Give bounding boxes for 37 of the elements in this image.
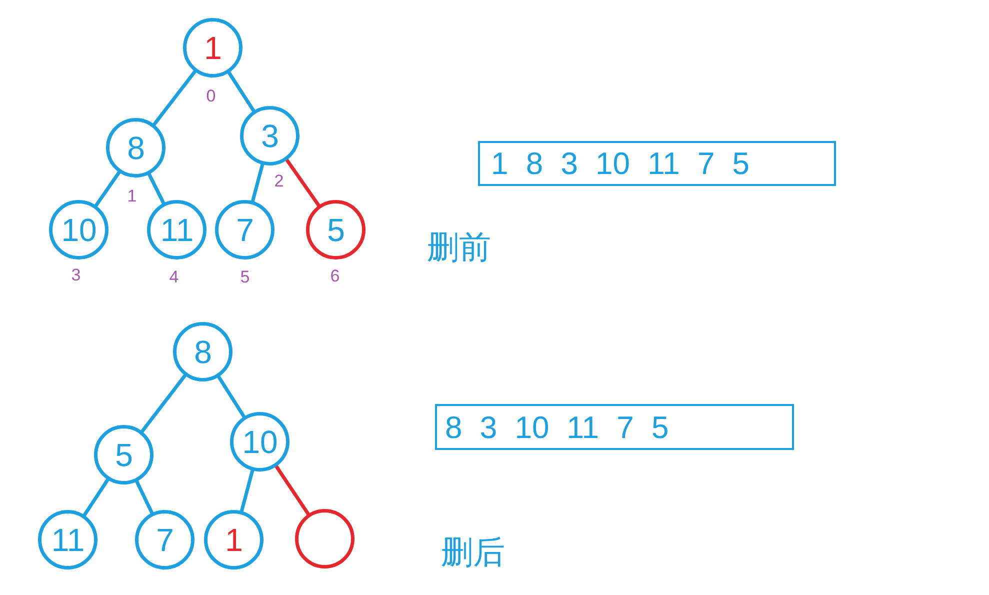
tree-edge <box>82 477 110 518</box>
array-box: 1 8 3 10 11 7 5 <box>478 141 836 186</box>
index-label: 6 <box>330 268 340 284</box>
tree-edge <box>274 464 311 517</box>
heap-node: 8 <box>173 322 233 382</box>
tree-edge <box>226 70 256 114</box>
heap-node: 8 <box>106 118 166 178</box>
heap-node: 11 <box>147 200 207 260</box>
stage-label: 删后 <box>441 536 505 568</box>
heap-node: 5 <box>94 425 154 485</box>
index-label: 4 <box>169 268 179 286</box>
tree-edge <box>134 479 154 516</box>
heap-node: 11 <box>38 510 98 570</box>
index-label: 0 <box>206 88 216 104</box>
tree-edge <box>216 374 246 420</box>
tree-edge <box>146 172 166 206</box>
empty-circle <box>295 509 355 569</box>
heap-node: 1 <box>183 18 243 78</box>
array-box: 8 3 10 11 7 5 <box>435 404 794 450</box>
heap-node: 3 <box>240 106 300 166</box>
tree-edge <box>239 468 255 514</box>
heap-node: 10 <box>230 412 290 472</box>
index-label: 2 <box>274 172 284 190</box>
heap-node: 5 <box>306 200 366 260</box>
index-label: 3 <box>71 266 81 284</box>
index-label: 1 <box>127 188 137 204</box>
heap-node: 10 <box>49 200 109 260</box>
tree-edge <box>94 170 122 208</box>
heap-node: 7 <box>215 200 275 260</box>
tree-edge <box>284 158 322 208</box>
tree-edge <box>250 162 264 204</box>
heap-node: 1 <box>204 510 264 570</box>
tree-edge <box>152 69 198 127</box>
tree-edge <box>140 373 188 434</box>
heap-node: 7 <box>135 510 195 570</box>
stage-label: 删前 <box>427 231 491 263</box>
index-label: 5 <box>240 268 250 286</box>
